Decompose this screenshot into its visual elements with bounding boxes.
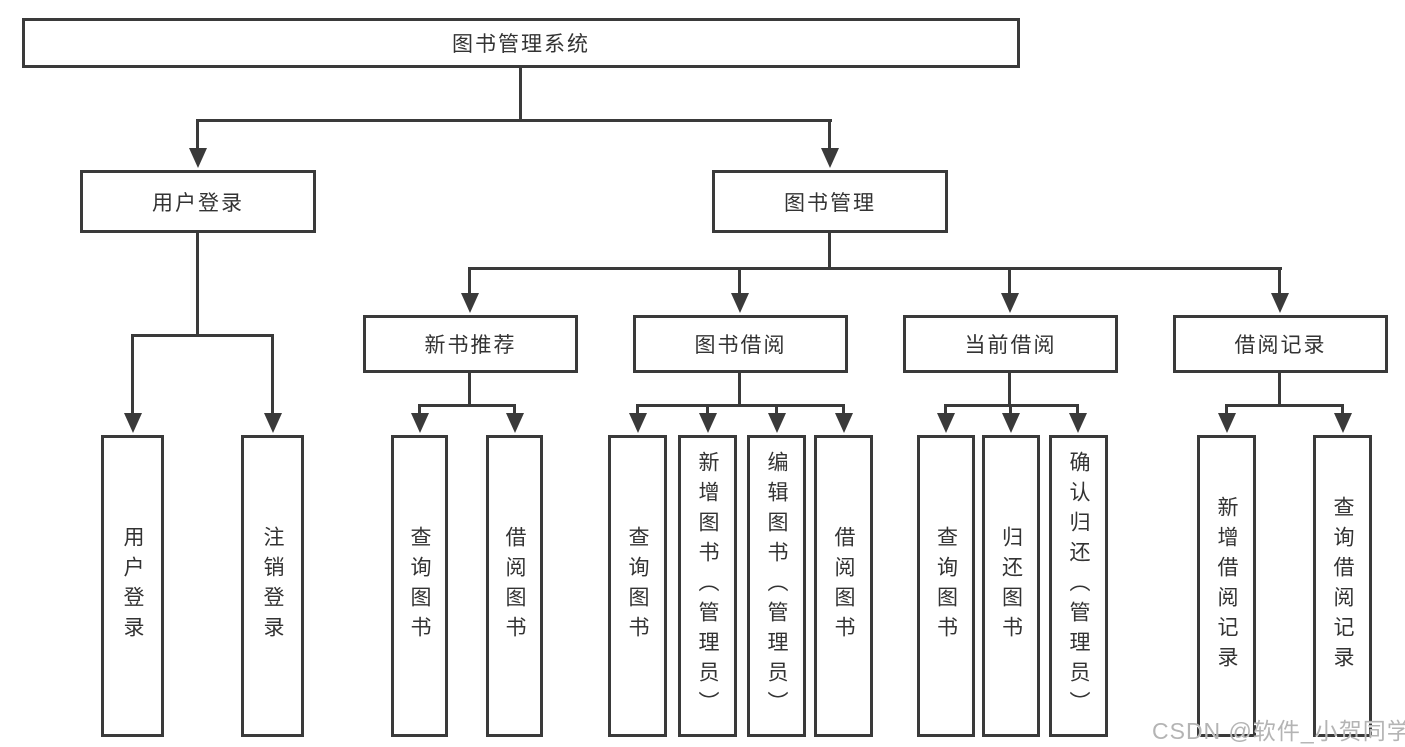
csdn-watermark: CSDN @软件_小贺同学	[1152, 718, 1405, 744]
connector-line	[1009, 404, 1012, 415]
node-root-label: 图书管理系统	[452, 33, 590, 56]
arrow-down-icon	[699, 413, 717, 433]
connector-line	[636, 404, 639, 415]
connector-line	[1341, 404, 1344, 415]
node-book-borrowing-label: 图书借阅	[694, 334, 787, 357]
leaf-records-add-record: 新增借阅记录	[1197, 435, 1256, 737]
arrow-down-icon	[1334, 413, 1352, 433]
arrow-down-icon	[731, 293, 749, 313]
connector-line	[196, 119, 832, 122]
arrow-down-icon	[1218, 413, 1236, 433]
arrow-down-icon	[1069, 413, 1087, 433]
arrow-down-icon	[629, 413, 647, 433]
connector-line	[828, 119, 831, 150]
leaf-borrow-add-books-admin-label: 新增图书（管理员）	[696, 451, 719, 721]
leaf-borrow-query-books: 查询图书	[608, 435, 667, 737]
leaf-borrow-borrow-books-label: 借阅图书	[832, 526, 855, 646]
leaf-current-query-books-label: 查询图书	[934, 526, 958, 646]
arrow-down-icon	[937, 413, 955, 433]
connector-line	[1278, 267, 1281, 295]
node-borrowing-records: 借阅记录	[1173, 315, 1388, 373]
connector-line	[468, 373, 471, 406]
node-book-borrowing: 图书借阅	[633, 315, 848, 373]
arrow-down-icon	[461, 293, 479, 313]
leaf-borrow-add-books-admin: 新增图书（管理员）	[678, 435, 737, 737]
connector-line	[1225, 404, 1344, 407]
leaf-current-confirm-return-admin-label: 确认归还（管理员）	[1067, 451, 1090, 721]
node-book-management: 图书管理	[712, 170, 948, 233]
leaf-user-login-label: 用户登录	[121, 526, 144, 646]
arrow-down-icon	[1002, 413, 1020, 433]
arrow-down-icon	[821, 148, 839, 168]
connector-line	[519, 68, 522, 122]
connector-line	[636, 404, 845, 407]
connector-line	[271, 334, 274, 415]
leaf-borrow-query-books-label: 查询图书	[626, 526, 649, 646]
connector-line	[842, 404, 845, 415]
connector-line	[1008, 373, 1011, 406]
node-borrowing-records-label: 借阅记录	[1234, 334, 1327, 357]
node-new-book-recommend: 新书推荐	[363, 315, 578, 373]
node-user-login: 用户登录	[80, 170, 316, 233]
arrow-down-icon	[835, 413, 853, 433]
arrow-down-icon	[189, 148, 207, 168]
leaf-borrow-edit-books-admin: 编辑图书（管理员）	[747, 435, 806, 737]
connector-line	[738, 267, 741, 295]
node-current-borrowing-label: 当前借阅	[964, 334, 1057, 357]
arrow-down-icon	[768, 413, 786, 433]
leaf-records-add-record-label: 新增借阅记录	[1215, 496, 1238, 676]
node-root: 图书管理系统	[22, 18, 1020, 68]
leaf-current-return-books-label: 归还图书	[999, 526, 1023, 646]
arrow-down-icon	[411, 413, 429, 433]
arrow-down-icon	[124, 413, 142, 433]
leaf-current-confirm-return-admin: 确认归还（管理员）	[1049, 435, 1108, 737]
leaf-user-login: 用户登录	[101, 435, 164, 737]
arrow-down-icon	[1001, 293, 1019, 313]
leaf-current-return-books: 归还图书	[982, 435, 1040, 737]
connector-line	[944, 404, 947, 415]
connector-line	[513, 404, 516, 415]
connector-line	[131, 334, 134, 415]
node-current-borrowing: 当前借阅	[903, 315, 1118, 373]
leaf-borrow-borrow-books: 借阅图书	[814, 435, 873, 737]
connector-line	[738, 373, 741, 406]
connector-line	[418, 404, 516, 407]
connector-line	[1278, 373, 1281, 406]
connector-line	[196, 119, 199, 150]
connector-line	[775, 404, 778, 415]
leaf-newbook-query-books-label: 查询图书	[408, 526, 431, 646]
arrow-down-icon	[264, 413, 282, 433]
leaf-borrow-edit-books-admin-label: 编辑图书（管理员）	[765, 451, 788, 721]
connector-line	[468, 267, 1282, 270]
connector-line	[1225, 404, 1228, 415]
leaf-records-query-record: 查询借阅记录	[1313, 435, 1372, 737]
leaf-logout-label: 注销登录	[261, 526, 284, 646]
node-user-login-label: 用户登录	[152, 191, 244, 215]
connector-line	[1008, 267, 1011, 295]
node-new-book-recommend-label: 新书推荐	[424, 334, 517, 357]
leaf-newbook-query-books: 查询图书	[391, 435, 448, 737]
leaf-newbook-borrow-books: 借阅图书	[486, 435, 543, 737]
connector-line	[131, 334, 274, 337]
leaf-logout: 注销登录	[241, 435, 304, 737]
connector-line	[196, 233, 199, 336]
arrow-down-icon	[1271, 293, 1289, 313]
connector-line	[828, 233, 831, 269]
leaf-current-query-books: 查询图书	[917, 435, 975, 737]
leaf-newbook-borrow-books-label: 借阅图书	[503, 526, 526, 646]
connector-line	[1076, 404, 1079, 415]
arrow-down-icon	[506, 413, 524, 433]
leaf-records-query-record-label: 查询借阅记录	[1331, 496, 1354, 676]
node-book-management-label: 图书管理	[784, 191, 876, 215]
connector-line	[468, 267, 471, 295]
connector-line	[706, 404, 709, 415]
connector-line	[418, 404, 421, 415]
